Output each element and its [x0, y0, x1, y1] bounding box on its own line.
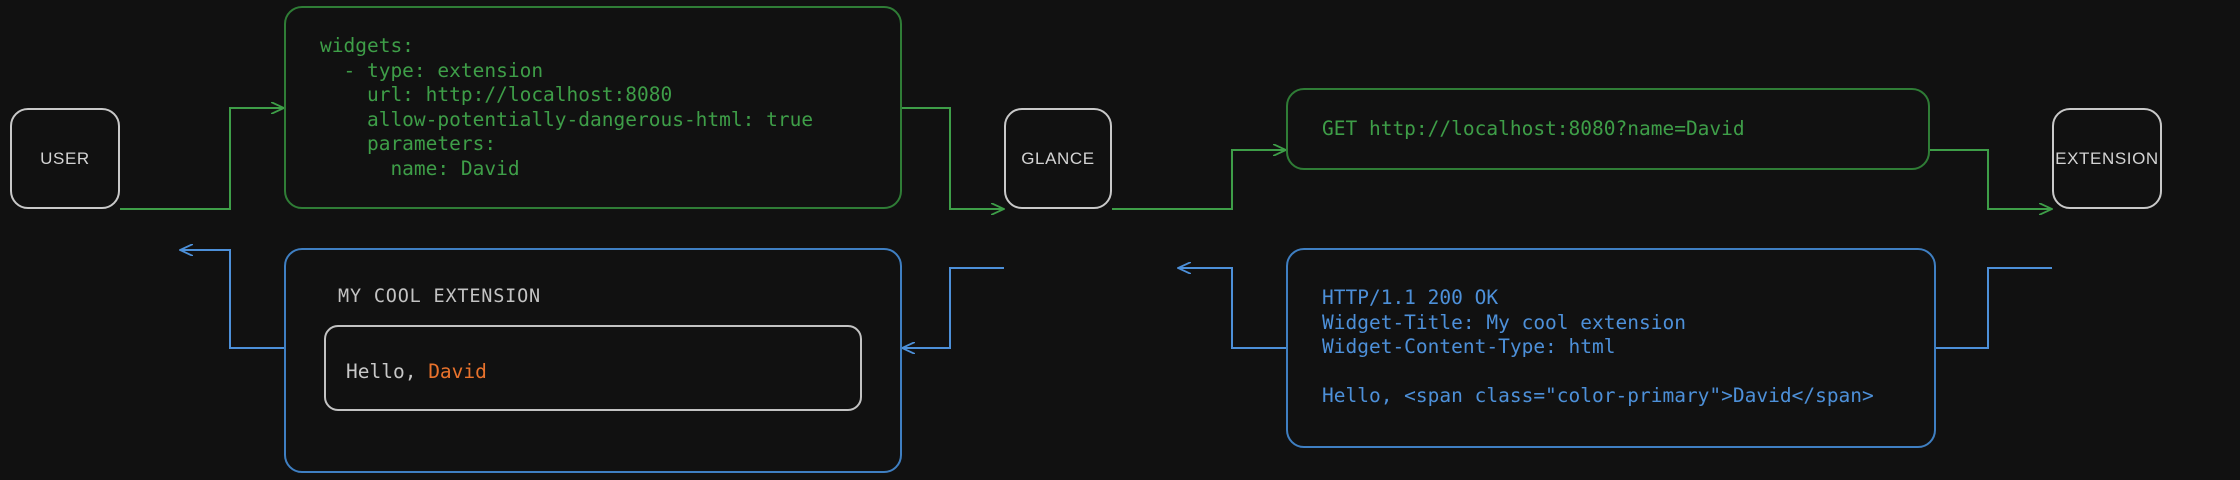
edge-user-to-config [120, 108, 284, 210]
widget-preview-body: Hello, David [346, 360, 487, 383]
edge-glance-to-request [1112, 150, 1286, 210]
edge-extension-to-response [1936, 267, 2052, 349]
node-extension[interactable]: EXTENSION [2052, 108, 2162, 209]
widget-preview-content-frame: Hello, David [324, 325, 862, 411]
node-glance-label: GLANCE [1021, 148, 1095, 168]
widget-body-accent: David [428, 360, 487, 383]
config-line-3: allow-potentially-dangerous-html: true [320, 107, 814, 131]
node-user[interactable]: USER [10, 108, 120, 209]
widget-body-prefix: Hello, [346, 360, 429, 383]
node-user-label: USER [40, 148, 90, 168]
edge-request-to-extension [1930, 149, 2052, 209]
edge-response-to-glance [1178, 268, 1286, 349]
edge-config-to-glance [902, 107, 1004, 209]
response-line-0: HTTP/1.1 200 OK [1322, 286, 1499, 309]
config-yaml-box: widgets: - type: extension url: http://l… [284, 6, 902, 209]
response-line-1: Widget-Title: My cool extension [1322, 310, 1686, 334]
widget-preview-title: MY COOL EXTENSION [338, 286, 541, 307]
http-response-box: HTTP/1.1 200 OK Widget-Title: My cool ex… [1286, 248, 1936, 448]
response-line-blank [1322, 360, 1900, 385]
config-line-1: - type: extension [320, 58, 544, 82]
config-line-5: name: David [320, 156, 520, 180]
edge-glance-to-widget [902, 267, 1004, 348]
response-line-4: Hello, <span class="color-primary">David… [1322, 384, 1874, 407]
node-extension-label: EXTENSION [2055, 148, 2159, 168]
widget-preview-card: MY COOL EXTENSION Hello, David [284, 248, 902, 473]
http-request-box: GET http://localhost:8080?name=David [1286, 88, 1930, 170]
node-glance[interactable]: GLANCE [1004, 108, 1112, 209]
response-line-2: Widget-Content-Type: html [1322, 335, 1616, 358]
request-line-0: GET http://localhost:8080?name=David [1322, 117, 1745, 140]
config-line-0: widgets: [320, 34, 414, 57]
edge-widget-to-user [180, 250, 284, 349]
config-line-2: url: http://localhost:8080 [320, 83, 673, 106]
config-line-4: parameters: [320, 132, 497, 155]
